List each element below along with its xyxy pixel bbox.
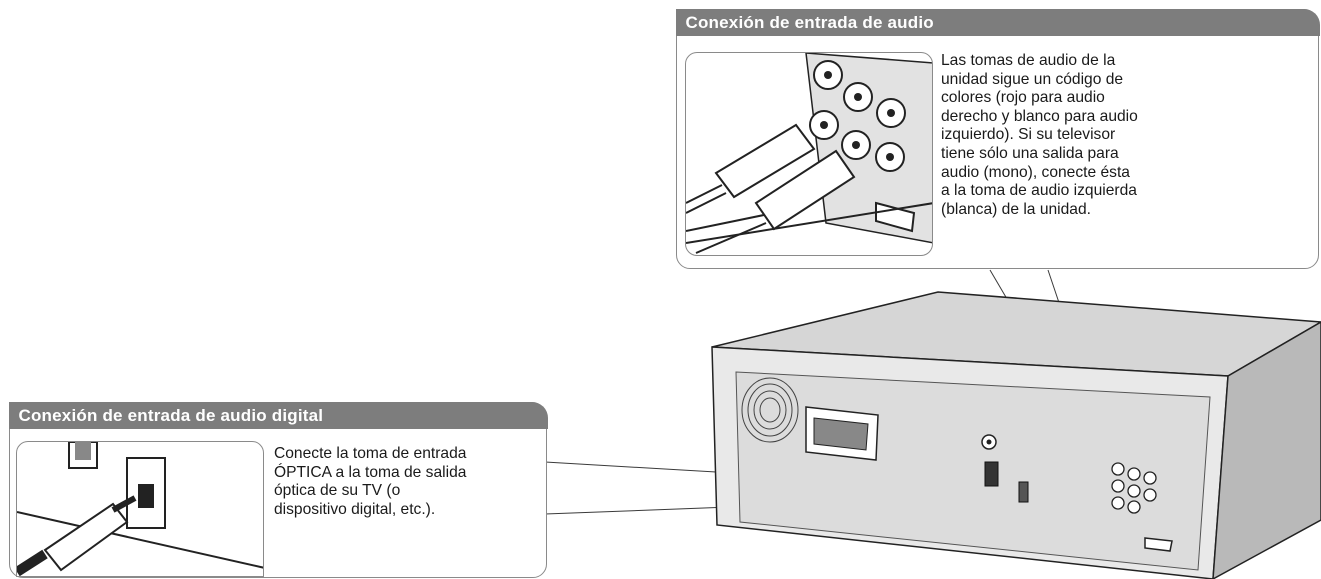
digital-input-description: Conecte la toma de entrada ÓPTICA a la t…: [274, 445, 467, 518]
digital-input-title: Conexión de entrada de audio digital: [8, 401, 548, 429]
audio-input-description: Las tomas de audio de la unidad sigue un…: [941, 52, 1138, 218]
audio-input-box: Conexión de entrada de audio Las: [675, 8, 1320, 269]
digital-input-box: Conexión de entrada de audio digital Con…: [8, 401, 548, 578]
fan-grille: [741, 377, 799, 443]
optical-jack-illustration: [16, 441, 264, 577]
audio-input-title: Conexión de entrada de audio: [675, 8, 1320, 36]
rca-jacks: [1111, 462, 1157, 514]
audio-jack-illustration: [685, 52, 933, 256]
